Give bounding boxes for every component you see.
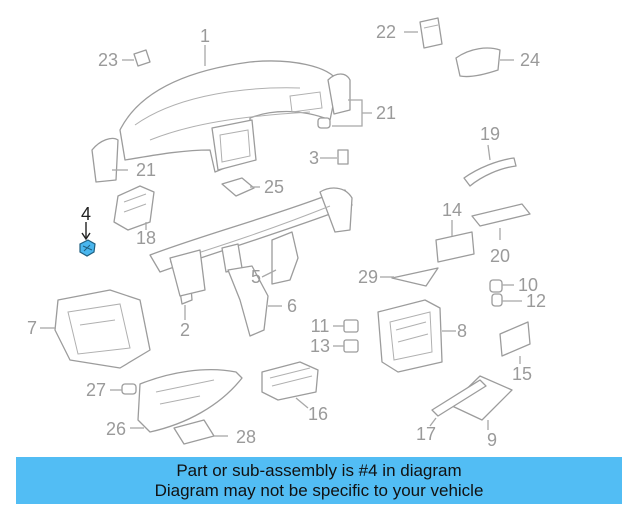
banner-line-1: Part or sub-assembly is #4 in diagram (176, 460, 462, 480)
part-21-left-cover (91, 137, 119, 183)
callout-17: 17 (416, 424, 436, 444)
part-29-plate (391, 267, 439, 287)
callout-24: 24 (520, 50, 540, 70)
part-22-switch (419, 17, 443, 49)
part-14-panel (435, 231, 475, 263)
callout-10: 10 (518, 275, 538, 295)
part-8-center-bezel (377, 299, 443, 373)
callout-19: 19 (480, 124, 500, 144)
callout-3: 3 (309, 148, 319, 168)
leader-21b (332, 99, 372, 127)
leader-5 (261, 269, 277, 278)
part-10-clip (489, 279, 503, 293)
info-banner: Part or sub-assembly is #4 in diagram Di… (16, 457, 622, 504)
callout-26: 26 (106, 419, 126, 439)
callout-13: 13 (310, 336, 330, 356)
part-21-clip (317, 117, 331, 129)
part-16-vent (261, 361, 319, 401)
callout-7: 7 (27, 318, 37, 338)
part-7-lower-panel (54, 289, 151, 369)
part-5-brace (271, 231, 299, 285)
parts-diagram: 1 2 3 4 5 6 7 8 9 10 11 12 13 14 15 16 1… (27, 17, 546, 450)
banner-line-2: Diagram may not be specific to your vehi… (154, 480, 484, 500)
callout-12: 12 (526, 291, 546, 311)
callout-21-right: 21 (376, 103, 396, 123)
callout-4: 4 (81, 204, 91, 224)
part-27-clip (121, 383, 137, 395)
callout-5: 5 (251, 267, 261, 287)
callout-18: 18 (136, 228, 156, 248)
part-6-bracket (227, 265, 269, 337)
callout-29: 29 (358, 267, 378, 287)
part-4-highlighted (79, 239, 96, 257)
callout-2: 2 (180, 320, 190, 340)
part-18-side-vent (113, 185, 155, 231)
part-28-plate (173, 419, 215, 445)
part-24-cover (455, 47, 501, 78)
part-11-switch (343, 319, 359, 333)
callout-16: 16 (308, 404, 328, 424)
callout-14: 14 (442, 200, 462, 220)
callout-1: 1 (200, 26, 210, 46)
callout-27: 27 (86, 380, 106, 400)
leader-4-arrow (81, 232, 91, 241)
callout-9: 9 (487, 430, 497, 450)
part-20-bar (471, 203, 531, 227)
part-17-strip (431, 379, 487, 417)
callout-22: 22 (376, 22, 396, 42)
leader-16 (295, 397, 309, 409)
callout-28: 28 (236, 427, 256, 447)
leader-17 (429, 417, 437, 427)
part-23-grommet (133, 49, 151, 67)
part-21-right-cover (327, 73, 351, 115)
part-15-plate (499, 321, 531, 357)
callout-25: 25 (264, 177, 284, 197)
part-26-knee-panel (137, 369, 243, 433)
callout-21-left: 21 (136, 160, 156, 180)
leader-19 (487, 144, 491, 161)
callout-6: 6 (287, 296, 297, 316)
part-13-switch (343, 339, 359, 353)
callout-8: 8 (457, 321, 467, 341)
callout-23: 23 (98, 50, 118, 70)
part-25-bracket (221, 177, 255, 197)
part-1-instrument-panel (119, 60, 339, 173)
callout-11: 11 (311, 316, 330, 336)
cross-beam (149, 187, 353, 297)
callout-20: 20 (490, 246, 510, 266)
part-12-clip (491, 293, 503, 307)
part-19-handle (463, 157, 517, 187)
callout-15: 15 (512, 364, 532, 384)
part-3-clip (337, 149, 349, 165)
